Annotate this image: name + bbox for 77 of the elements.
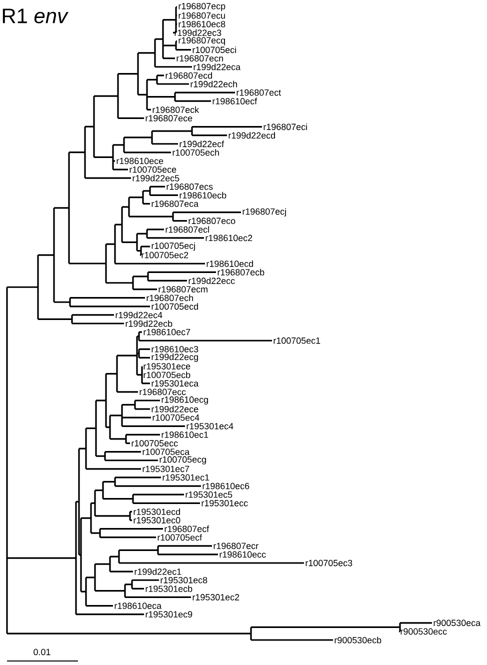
leaf-label: r100705ecd bbox=[152, 303, 198, 310]
leaf-label: r199d22ecb bbox=[126, 320, 172, 327]
scale-label: 0.01 bbox=[34, 648, 50, 656]
leaf-label: r196807ece bbox=[146, 115, 192, 122]
leaf-label: r198610ecc bbox=[220, 551, 266, 558]
leaf-label: r195301ec4 bbox=[186, 422, 234, 430]
leaf-label: r199d22ece bbox=[152, 406, 198, 412]
leaf-label: r196807eci bbox=[264, 123, 307, 130]
leaf-label: r198610eca bbox=[114, 602, 162, 609]
leaf-label: r195301ec9 bbox=[146, 611, 192, 618]
leaf-label: r198610ecf bbox=[212, 98, 258, 104]
leaf-label: r195301ec8 bbox=[160, 576, 208, 584]
leaf-label: r195301ecd bbox=[134, 508, 180, 515]
title: R1 env bbox=[2, 8, 68, 24]
leaf-label: r199d22ecd bbox=[228, 132, 275, 139]
leaf-label: r198610ec6 bbox=[202, 482, 250, 490]
leaf-label: r199d22ec3 bbox=[174, 29, 222, 36]
leaf-label: r196807ecc bbox=[140, 388, 186, 396]
leaf-label: r900530ecc bbox=[400, 628, 447, 635]
leaf-label: r100705ecj bbox=[152, 242, 195, 251]
leaf-label: r198610ec3 bbox=[152, 346, 198, 352]
leaf-label: r100705ece bbox=[130, 166, 176, 173]
leaf-label: r199d22ech bbox=[190, 80, 237, 88]
leaf-label: r196807eca bbox=[152, 200, 199, 207]
leaf-label: r195301ecb bbox=[146, 585, 192, 592]
leaf-label: r198610ec8 bbox=[178, 20, 226, 28]
leaf-label: r195301ec5 bbox=[186, 491, 232, 498]
leaf-label: r195301ec7 bbox=[142, 466, 190, 472]
leaf-label: r199d22ecf bbox=[180, 140, 224, 148]
leaf-label: r196807eco bbox=[188, 218, 236, 224]
leaf-label: r196807ecq bbox=[178, 37, 225, 46]
leaf-label: r199d22ec1 bbox=[134, 568, 182, 575]
leaf-label: r199d22ec5 bbox=[132, 174, 180, 182]
leaf-label: r100705ec1 bbox=[274, 337, 320, 344]
leaf-label: r100705ec2 bbox=[142, 252, 188, 258]
leaf-label: r100705ecc bbox=[132, 440, 178, 446]
leaf-label: r195301ec2 bbox=[192, 594, 240, 600]
leaf-label: r196807ecu bbox=[178, 12, 225, 19]
leaf-label: r196807eck bbox=[152, 106, 200, 113]
leaf-label: r196807ecp bbox=[178, 2, 226, 12]
leaf-label: r198610ec7 bbox=[144, 328, 190, 336]
leaf-label: r198610ec2 bbox=[206, 234, 252, 242]
leaf-label: r196807ecs bbox=[166, 183, 213, 190]
leaf-label: r100705eci bbox=[192, 46, 236, 54]
leaf-label: r100705ech bbox=[172, 149, 219, 156]
leaf-label: r196807ech bbox=[146, 294, 193, 302]
leaf-label: r199d22ecc bbox=[188, 277, 235, 284]
leaf-label: r100705eca bbox=[142, 448, 190, 455]
leaf-label: r195301ec1 bbox=[162, 474, 210, 481]
leaf-label: r196807ecd bbox=[166, 72, 212, 79]
leaf-label: r195301ecc bbox=[202, 500, 248, 506]
leaf-label: r199d22ec4 bbox=[116, 312, 162, 318]
leaf-label: r195301eca bbox=[152, 380, 199, 387]
leaf-label: r196807ecm bbox=[158, 286, 208, 292]
leaf-label: r195301ece bbox=[144, 363, 190, 370]
leaf-label: r100705ecb bbox=[144, 372, 190, 378]
leaf-label: r100705ecf bbox=[158, 534, 202, 541]
leaf-label: r196807ecl bbox=[166, 226, 209, 233]
leaf-label: r196807ecj bbox=[242, 208, 286, 216]
leaf-label: r900530ecb bbox=[334, 636, 382, 644]
leaf-label: r196807ecb bbox=[218, 268, 264, 276]
leaf-label: r199d22ecg bbox=[152, 354, 198, 362]
leaf-label: r900530eca bbox=[434, 620, 481, 626]
leaf-label: r198610ece bbox=[116, 158, 164, 164]
leaf-label: r196807ecn bbox=[176, 55, 223, 62]
leaf-label: r196807ect bbox=[236, 89, 281, 96]
leaf-label: r100705ecg bbox=[160, 456, 206, 464]
leaf-label: r196807ecr bbox=[214, 542, 258, 550]
leaf-label: r198610ecd bbox=[206, 260, 253, 267]
leaf-label: r196807ecf bbox=[164, 526, 210, 532]
leaf-label: r199d22eca bbox=[194, 64, 241, 70]
leaf-label: r198610ecg bbox=[162, 396, 208, 405]
leaf-label: r100705ec4 bbox=[152, 414, 200, 421]
leaf-label: r198610ec1 bbox=[162, 432, 208, 438]
leaf-label: r195301ec0 bbox=[134, 517, 180, 524]
leaf-label: r100705ec3 bbox=[306, 560, 352, 566]
leaf-label: r198610ecb bbox=[180, 192, 226, 198]
